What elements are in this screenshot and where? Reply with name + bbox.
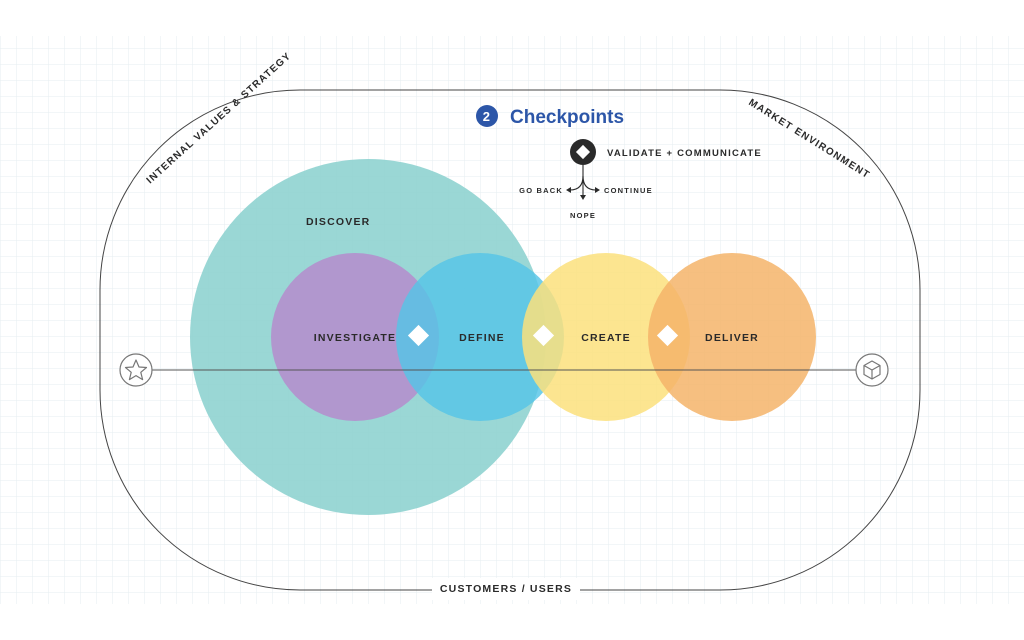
investigate-label: INVESTIGATE [314,332,396,344]
continue-arrow-icon [595,187,600,193]
bottom-label-mask [432,578,580,600]
legend-diamond-icon [575,144,591,160]
legend-go-back-label: GO BACK [519,186,563,195]
checkpoints-heading: 2 Checkpoints [476,105,624,128]
legend-continue-label: CONTINUE [604,186,653,195]
boundary-outline [99,89,921,591]
checkpoint-diamond-3 [656,324,679,347]
checkpoints-number: 2 [483,109,491,124]
define-circle [396,253,564,421]
customers-users-label: CUSTOMERS / USERS [440,583,572,595]
checkpoints-title: Checkpoints [510,107,624,128]
create-label: CREATE [581,332,631,344]
star-icon [119,353,153,387]
create-circle [522,253,690,421]
go-back-arrow-icon [566,187,571,193]
checkpoints-number-badge [476,105,498,127]
deliver-circle [648,253,816,421]
investigate-circle [271,253,439,421]
checkpoint-legend: VALIDATE + COMMUNICATE GO BACK CONTINUE … [519,139,762,220]
deliver-label: DELIVER [705,332,759,344]
define-label: DEFINE [459,332,505,344]
legend-nope-label: NOPE [570,211,596,220]
legend-validate-label: VALIDATE + COMMUNICATE [607,148,762,159]
box-icon [855,353,889,387]
discover-label: DISCOVER [306,216,370,228]
checkpoint-diamond-2 [532,324,555,347]
nope-arrow-icon [580,195,586,200]
legend-continue-line [582,175,597,191]
